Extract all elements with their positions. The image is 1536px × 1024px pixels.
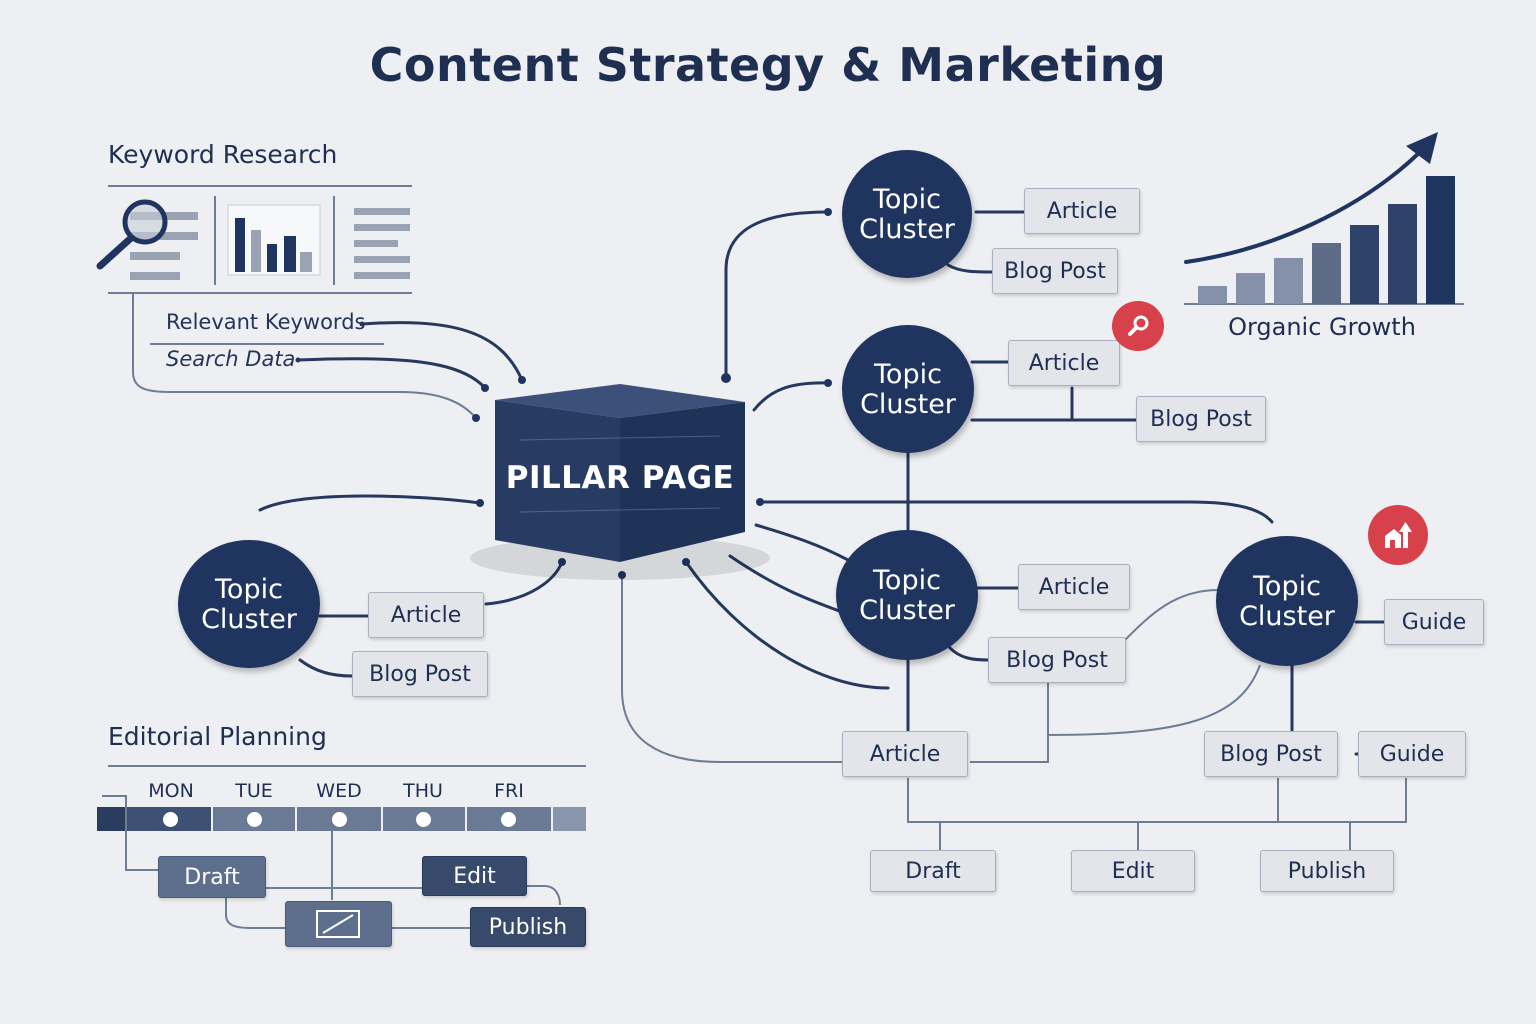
day-tue: TUE	[235, 780, 273, 802]
editorial-publish-box[interactable]: Publish	[470, 907, 586, 947]
day-mon: MON	[148, 780, 194, 802]
bar-chart-icon	[227, 204, 321, 276]
bottom-edit-box[interactable]: Edit	[1071, 850, 1195, 892]
editorial-edit-box[interactable]: Edit	[422, 856, 527, 896]
bottom-draft-box[interactable]: Draft	[870, 850, 996, 892]
center-blog-post-box[interactable]: Blog Post	[988, 637, 1126, 683]
organic-growth-label: Organic Growth	[1228, 313, 1416, 341]
left-blog-post-box[interactable]: Blog Post	[352, 651, 488, 697]
growth-bar-2	[1236, 273, 1265, 304]
keyword-icons	[96, 199, 410, 280]
day-thu: THU	[403, 780, 443, 802]
calendar-slot-extra	[553, 807, 586, 831]
top-blog-post-box[interactable]: Blog Post	[992, 248, 1118, 294]
left-article-box[interactable]: Article	[368, 592, 484, 638]
right-blog-post-box[interactable]: Blog Post	[1204, 731, 1338, 777]
growth-bar-5	[1350, 225, 1379, 304]
calendar-start-block	[97, 807, 125, 831]
page-title: Content Strategy & Marketing	[369, 38, 1167, 92]
upper-mid-article-box[interactable]: Article	[1008, 340, 1120, 386]
upper-mid-blog-post-box[interactable]: Blog Post	[1136, 396, 1266, 442]
day-wed: WED	[316, 780, 362, 802]
growth-bar-1	[1198, 286, 1227, 304]
calendar-dot-fri	[501, 812, 516, 827]
calendar-dot-thu	[416, 812, 431, 827]
right-guide-box-2[interactable]: Guide	[1358, 731, 1466, 777]
editorial-planning-heading: Editorial Planning	[108, 722, 327, 751]
text-lines-icon	[354, 208, 410, 279]
pillar-page-label[interactable]: PILLAR PAGE	[505, 460, 735, 496]
growth-bar-7	[1426, 176, 1455, 304]
search-data-label: Search Data	[166, 347, 296, 371]
keyword-research-heading: Keyword Research	[108, 140, 338, 169]
right-guide-box[interactable]: Guide	[1384, 599, 1484, 645]
pillar-cube	[470, 384, 770, 580]
growth-bar-6	[1388, 204, 1417, 304]
bottom-publish-box[interactable]: Publish	[1260, 850, 1394, 892]
calendar-dot-mon	[163, 812, 178, 827]
top-article-box[interactable]: Article	[1024, 188, 1140, 234]
editorial-draft-box[interactable]: Draft	[158, 856, 266, 898]
growth-bar-chart	[1198, 176, 1455, 304]
growth-badge-icon	[1368, 505, 1428, 565]
growth-bar-4	[1312, 243, 1341, 304]
magnifier-icon	[96, 199, 198, 280]
center-article-box[interactable]: Article	[1018, 564, 1130, 610]
calendar-dot-tue	[247, 812, 262, 827]
day-fri: FRI	[494, 780, 524, 802]
growth-bar-3	[1274, 258, 1303, 304]
growth-arrow	[1184, 132, 1438, 264]
bottom-article-box[interactable]: Article	[842, 731, 968, 777]
relevant-keywords-label: Relevant Keywords	[166, 310, 366, 334]
search-badge-icon	[1112, 301, 1164, 351]
monitor-icon	[316, 910, 360, 938]
calendar-dot-wed	[332, 812, 347, 827]
